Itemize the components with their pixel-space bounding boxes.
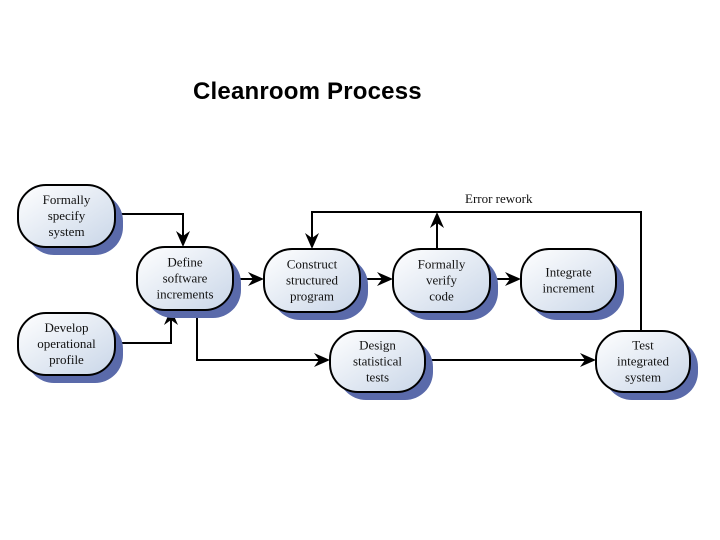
node-label-line: operational	[37, 336, 96, 351]
node-label-line: Design	[359, 338, 396, 353]
node-label-line: integrated	[617, 354, 669, 369]
error-rework-label: Error rework	[465, 191, 533, 206]
node-label-line: Develop	[44, 320, 88, 335]
node-label-line: profile	[49, 352, 84, 367]
node-label-line: tests	[366, 370, 389, 385]
node-label-line: Formally	[418, 257, 466, 272]
edge-define-to-design	[196, 310, 324, 361]
edge-specify-to-define	[115, 213, 184, 240]
arrowhead-icon	[505, 272, 521, 286]
node-label-line: statistical	[353, 354, 402, 369]
node-label-line: Define	[167, 255, 203, 270]
node-label-line: software	[163, 271, 208, 286]
node-shape	[17, 312, 116, 376]
node-shape	[17, 184, 116, 248]
node-shape	[392, 248, 491, 313]
node-label-line: system	[48, 224, 84, 239]
edge-error-rework-loop	[311, 211, 642, 331]
edge-develop-to-define	[115, 316, 172, 344]
node-label-line: structured	[286, 273, 338, 288]
node-label-line: Integrate	[545, 265, 591, 280]
node-label-line: Test	[632, 338, 654, 353]
node-shape	[520, 248, 617, 313]
node-label-line: code	[429, 289, 454, 304]
nodes-layer: FormallyspecifysystemDefinesoftwareincre…	[17, 184, 698, 400]
node-label-line: Formally	[43, 192, 91, 207]
node-label-line: increments	[156, 287, 213, 302]
arrowhead-icon	[377, 272, 393, 286]
arrowhead-icon	[305, 233, 319, 249]
node-label-line: specify	[48, 208, 86, 223]
node-shape	[595, 330, 691, 393]
node-label-line: system	[625, 370, 661, 385]
node-label-line: increment	[543, 281, 595, 296]
node-shape	[136, 246, 234, 311]
node-label-line: Construct	[287, 257, 338, 272]
arrowhead-icon	[430, 212, 444, 228]
page-title: Cleanroom Process	[193, 78, 422, 105]
node-shape	[263, 248, 361, 313]
node-shape	[329, 330, 426, 393]
arrowhead-icon	[580, 353, 596, 367]
arrowhead-icon	[248, 272, 264, 286]
arrowhead-icon	[176, 231, 190, 247]
arrowhead-icon	[314, 353, 330, 367]
node-label-line: verify	[426, 273, 458, 288]
node-label-line: program	[290, 289, 334, 304]
